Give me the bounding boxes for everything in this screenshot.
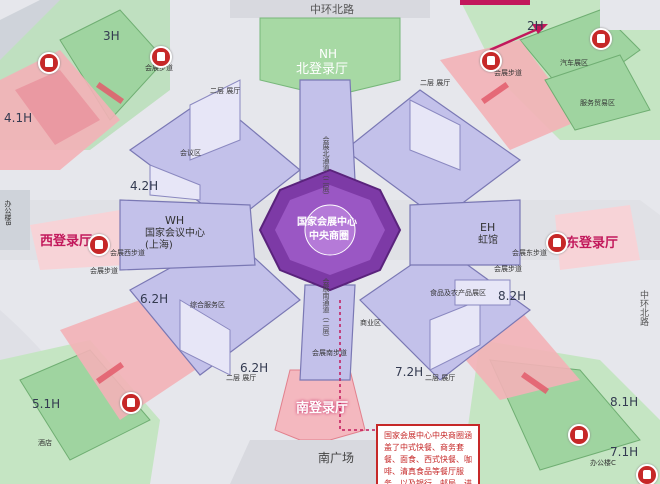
zone-west-label: 会议区 bbox=[180, 149, 201, 157]
eh-name[interactable]: 虹馆 bbox=[478, 235, 498, 246]
west-walkway-label: 会展西步道 bbox=[110, 249, 145, 257]
second-floor-hall-tag-nw: 二层 展厅 bbox=[210, 87, 241, 95]
restaurant-icon-9[interactable] bbox=[636, 464, 658, 484]
north-walkway-label: 会展北通道（二层） bbox=[322, 136, 330, 199]
south-walkway-label: 会展南通道（二层） bbox=[322, 278, 330, 341]
second-floor-hall-tag-se: 二层 展厅 bbox=[425, 374, 456, 382]
walkway-tag-ne: 会展步道 bbox=[494, 69, 522, 77]
central-plaza-line1[interactable]: 国家会展中心 bbox=[297, 217, 357, 228]
office-b-label: 办公楼B bbox=[4, 200, 12, 226]
info-box-text: 国家会展中心中央商圈涵盖了中式快餐、商务套餐、面食、西式快餐、咖啡、清真食品等餐… bbox=[384, 431, 472, 484]
restaurant-icon-7[interactable] bbox=[120, 392, 142, 414]
north-registration-label[interactable]: 北登录厅 bbox=[296, 62, 349, 77]
eh-code: EH bbox=[480, 221, 496, 234]
central-plaza-line2[interactable]: 中央商圈 bbox=[309, 231, 349, 242]
hall-3h[interactable]: 3H bbox=[103, 29, 120, 43]
wh-code: WH bbox=[165, 214, 185, 227]
hall-5-1h[interactable]: 5.1H bbox=[32, 397, 61, 411]
direction-arrow-line bbox=[489, 26, 541, 52]
north-road bbox=[230, 0, 430, 18]
walkway-tag-s: 会展南步道 bbox=[312, 349, 347, 357]
restaurant-icon-3[interactable] bbox=[480, 50, 502, 72]
business-district-info-box: 国家会展中心中央商圈涵盖了中式快餐、商务套餐、面食、西式快餐、咖啡、清真食品等餐… bbox=[376, 424, 480, 484]
restaurant-icon-6[interactable] bbox=[546, 232, 568, 254]
car-area-label: 汽车展区 bbox=[560, 59, 588, 67]
hotel-label: 酒店 bbox=[38, 439, 52, 447]
hall-8-1h[interactable]: 8.1H bbox=[610, 395, 639, 409]
restaurant-icon-4[interactable] bbox=[590, 28, 612, 50]
hall-6-2h-left[interactable]: 6.2H bbox=[140, 292, 169, 306]
walkway-tag-e: 会展步道 bbox=[494, 265, 522, 273]
restaurant-icon-2[interactable] bbox=[150, 46, 172, 68]
zone-center-label: 商业区 bbox=[360, 319, 381, 327]
restaurant-icon-5[interactable] bbox=[88, 234, 110, 256]
zone-mid-label: 综合服务区 bbox=[190, 301, 225, 309]
hall-4-1h[interactable]: 4.1H bbox=[4, 111, 33, 125]
restaurant-icon-8[interactable] bbox=[568, 424, 590, 446]
food-area-label: 食品及农产品展区 bbox=[430, 289, 486, 297]
south-plaza-label: 南广场 bbox=[318, 451, 355, 465]
hall-6-2h-right[interactable]: 6.2H bbox=[240, 361, 269, 375]
walkway-tag-nw: 会展步道 bbox=[145, 64, 173, 72]
hall-2h[interactable]: 2H bbox=[527, 19, 544, 33]
east-walkway-label: 会展东步道 bbox=[512, 249, 547, 257]
restaurant-icon-1[interactable] bbox=[38, 52, 60, 74]
service-area-label: 服务贸易区 bbox=[580, 99, 615, 107]
wh-name[interactable]: 国家会议中心(上海) bbox=[145, 228, 205, 251]
office-c-label: 办公楼C bbox=[590, 459, 616, 467]
east-registration-label[interactable]: 东登录厅 bbox=[566, 236, 619, 251]
hall-7-2h[interactable]: 7.2H bbox=[395, 365, 424, 379]
hall-8-2h[interactable]: 8.2H bbox=[498, 289, 527, 303]
walkway-tag-w: 会展步道 bbox=[90, 267, 118, 275]
hall-7-1h[interactable]: 7.1H bbox=[610, 445, 639, 459]
road-label-east: 中环北路 bbox=[638, 290, 648, 326]
road-label-north: 中环北路 bbox=[310, 3, 354, 16]
direction-arrow-head bbox=[532, 24, 548, 34]
second-floor-hall-tag-ne: 二层 展厅 bbox=[420, 79, 451, 87]
north-registration-code: NH bbox=[319, 47, 337, 61]
second-floor-hall-tag-sw: 二层 展厅 bbox=[226, 374, 257, 382]
south-registration-label[interactable]: 南登录厅 bbox=[296, 401, 349, 416]
hall-4-2h[interactable]: 4.2H bbox=[130, 179, 159, 193]
west-registration-label[interactable]: 西登录厅 bbox=[40, 234, 93, 249]
